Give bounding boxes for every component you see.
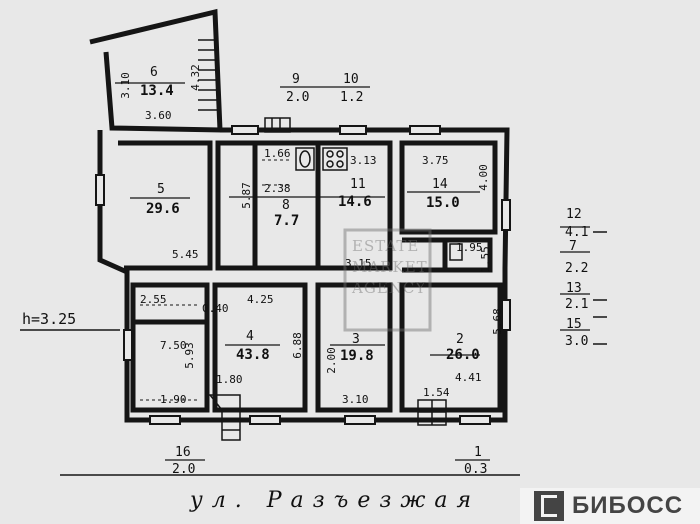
dim-5-68: 5.68 (490, 308, 504, 335)
watermark: ESTATE MARKET AGENCY (352, 236, 428, 299)
room-4-area: 43.8 (236, 347, 270, 363)
room-5-area: 29.6 (146, 201, 180, 217)
room-3-area: 19.8 (340, 348, 374, 364)
room-8-area: 7.7 (274, 213, 300, 229)
watermark-line-3: AGENCY (352, 279, 427, 297)
wall-room-14 (399, 140, 498, 235)
logo: БИБОСС (520, 488, 700, 524)
stove-fixture (322, 147, 348, 171)
window (459, 415, 491, 425)
room-6-number: 6 (150, 65, 158, 80)
wall-room-4 (212, 282, 308, 413)
summary-9-number: 9 (292, 72, 300, 87)
dim-1-80: 1.80 (216, 373, 243, 386)
room-2-area: 26.0 (446, 347, 480, 363)
summary-15-number: 15 (566, 317, 582, 332)
room-11-number: 11 (350, 177, 366, 192)
wall-room-2 (399, 282, 503, 413)
stairs-top (198, 39, 218, 111)
dim-3-10-lower: 3.10 (342, 393, 369, 406)
summary-13-number: 13 (566, 281, 582, 296)
logo-text: БИБОСС (572, 492, 684, 519)
stairs-top-center (264, 117, 291, 133)
wall-room-5 (118, 140, 213, 271)
window (501, 299, 511, 331)
wall-room-3 (315, 282, 393, 413)
window (149, 415, 181, 425)
summary-10-number: 10 (343, 72, 359, 87)
dim-6-88: 6.88 (290, 332, 304, 359)
window (231, 125, 259, 135)
logo-mark-icon (534, 491, 564, 521)
dim-2-55: 2.55 (140, 293, 167, 306)
dim-4-32: 4.32 (188, 64, 202, 91)
watermark-line-2: MARKET (352, 258, 428, 276)
room-8-number: 8 (282, 198, 290, 213)
sink-fixture (299, 150, 311, 168)
room-5-number: 5 (157, 182, 165, 197)
dim-1-66: 1.66 (264, 147, 291, 160)
stairs-bottom-right (417, 399, 447, 426)
watermark-frame (343, 228, 432, 332)
dim-2-38: 2.38 (264, 182, 291, 195)
room-14-area: 15.0 (426, 195, 460, 211)
dim-5-93: 5.93 (182, 342, 196, 369)
dim-1-90: 1.90 (160, 393, 187, 406)
room-4-number: 4 (246, 329, 254, 344)
room-6-area: 13.4 (140, 83, 174, 99)
window (123, 329, 133, 361)
toilet-fixture (449, 243, 463, 261)
window (339, 125, 367, 135)
dim-7-50: 7.50 (160, 339, 187, 352)
summary-16-area: 2.0 (172, 462, 196, 477)
window (249, 415, 281, 425)
summary-7-number: 7 (569, 239, 577, 254)
dim-2-00: 2.00 (324, 347, 338, 374)
dim-3-15: 3.15 (345, 257, 372, 270)
dim-3-13: 3.13 (350, 154, 377, 167)
dim-3-10: 3.10 (118, 72, 132, 99)
dim-3-60: 3.60 (145, 109, 172, 122)
dim-4-25: 4.25 (247, 293, 274, 306)
summary-1-number: 1 (474, 445, 482, 460)
height-label: h=3.25 (22, 310, 77, 328)
dim-4-41: 4.41 (455, 371, 482, 384)
dim-3-75: 3.75 (422, 154, 449, 167)
wall-room-left-lower (130, 282, 210, 413)
dim-5-45: 5.45 (172, 248, 199, 261)
outer-wall (97, 127, 510, 423)
summary-10-area: 1.2 (340, 90, 364, 105)
dim-1-95: 1.95 (456, 241, 483, 254)
dim-1-55: 1.55 (478, 246, 492, 273)
watermark-line-1: ESTATE (352, 237, 420, 255)
summary-12-number: 12 (566, 207, 582, 222)
dim-5-87: 5.87 (239, 182, 253, 209)
summary-9-area: 2.0 (286, 90, 310, 105)
window (409, 125, 441, 135)
street-label: ул. Разъезжая (190, 488, 481, 513)
bath-fixture (295, 147, 315, 171)
room-14-number: 14 (432, 177, 448, 192)
summary-15-area: 3.0 (565, 334, 589, 349)
summary-1-area: 0.3 (464, 462, 488, 477)
dim-4-00: 4.00 (476, 164, 490, 191)
window (95, 174, 105, 206)
summary-7-area: 2.2 (565, 261, 589, 276)
summary-13-area: 2.1 (565, 297, 589, 312)
room-11-area: 14.6 (338, 194, 372, 210)
summary-12-area: 4.1 (565, 225, 589, 240)
window (501, 199, 511, 231)
stairs-bottom-left (208, 394, 241, 441)
room-3-number: 3 (352, 332, 360, 347)
dim-1-54: 1.54 (423, 386, 450, 399)
window (344, 415, 376, 425)
summary-16-number: 16 (175, 445, 191, 460)
room-2-number: 2 (456, 332, 464, 347)
dim-0-40: 0.40 (202, 302, 229, 315)
